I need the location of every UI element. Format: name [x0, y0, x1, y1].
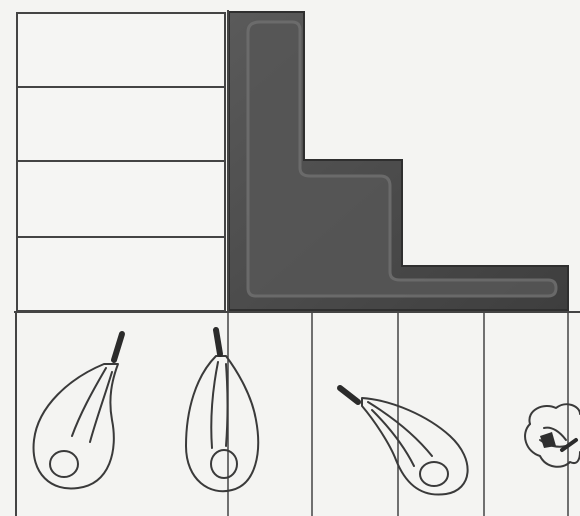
- illustration-panel: [0, 0, 580, 516]
- hand-tool-partial-icon: [0, 0, 580, 516]
